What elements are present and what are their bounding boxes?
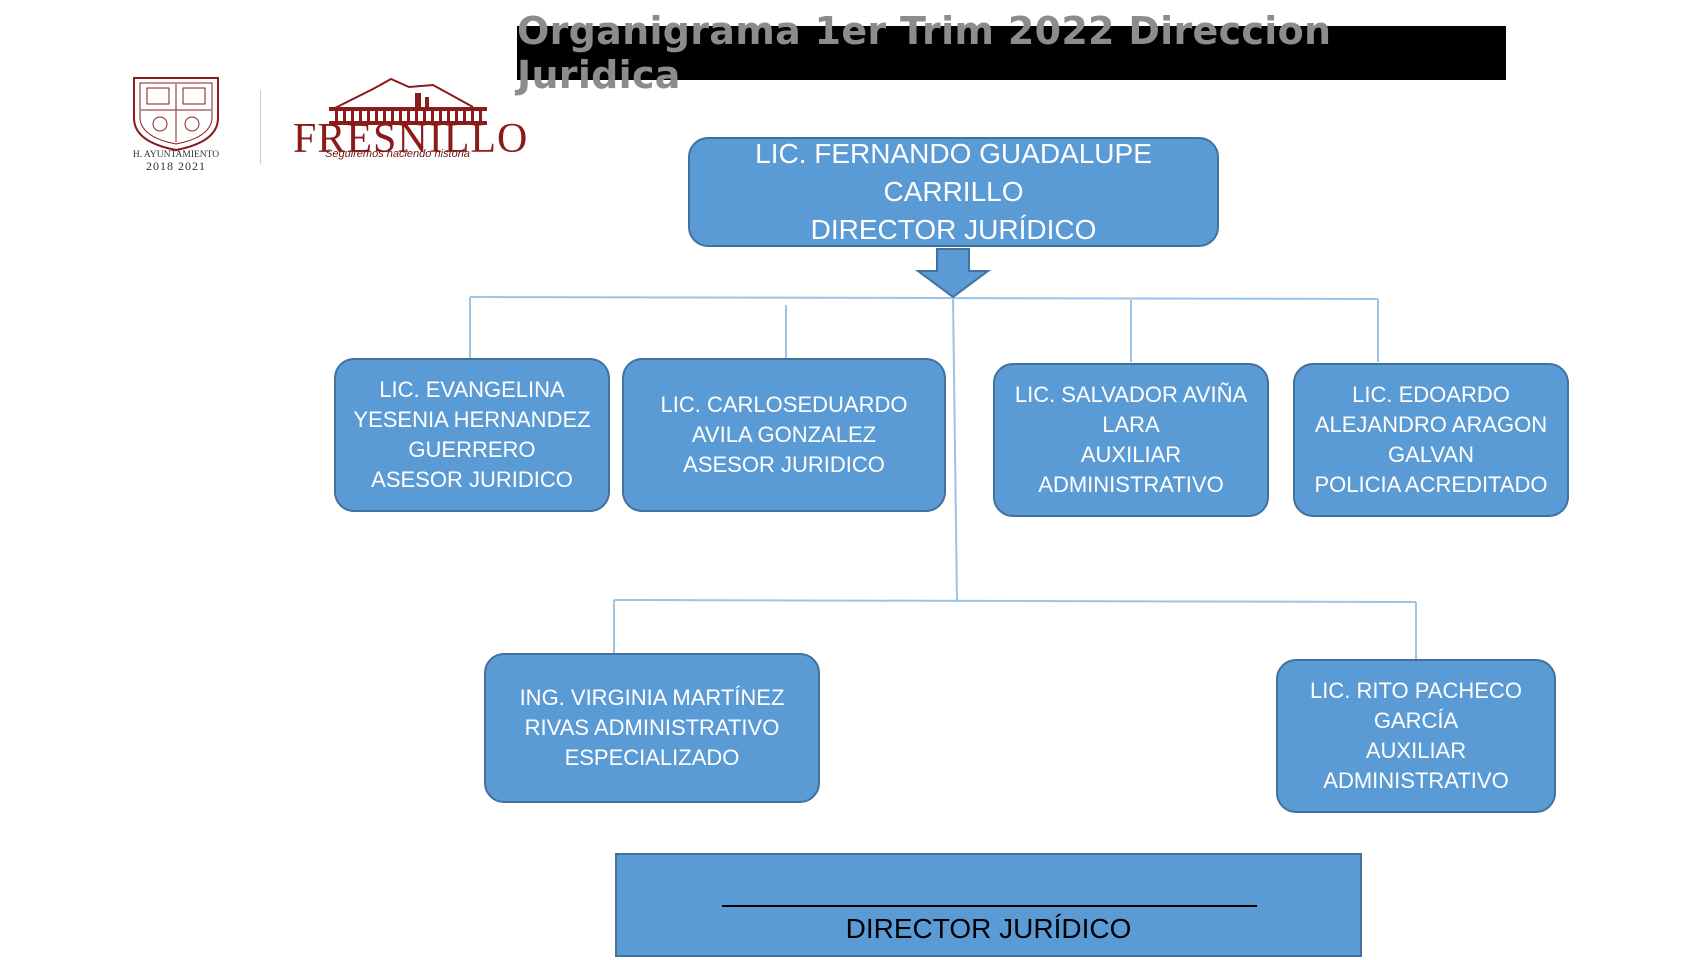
connector-bottom-horizontal xyxy=(613,599,1417,603)
brand-name: FRESNILLO xyxy=(293,116,529,162)
connector-top-horizontal xyxy=(469,296,1379,300)
staff-line: GALVAN xyxy=(1387,442,1474,467)
staff-role: ASESOR JURIDICO xyxy=(683,452,885,477)
director-name-line-2: CARRILLO xyxy=(883,176,1024,207)
down-arrow-icon xyxy=(914,248,992,299)
staff-line: ALEJANDRO ARAGON xyxy=(1314,412,1548,437)
staff-line: ING. VIRGINIA MARTÍNEZ xyxy=(519,685,785,710)
title-bar: Organigrama 1er Trim 2022 Direccion Juri… xyxy=(517,9,1506,97)
fresnillo-skyline-icon xyxy=(329,77,487,125)
page-title: Organigrama 1er Trim 2022 Direccion Juri… xyxy=(517,9,1332,97)
staff-line: RIVAS ADMINISTRATIVO xyxy=(524,715,780,740)
staff-line: GARCÍA xyxy=(1373,708,1459,733)
staff-box-salvador: LIC. SALVADOR AVIÑA LARA AUXILIAR ADMINI… xyxy=(993,363,1269,517)
staff-line: AVILA GONZALEZ xyxy=(691,422,877,447)
staff-box-rito: LIC. RITO PACHECO GARCÍA AUXILIAR ADMINI… xyxy=(1276,659,1556,813)
director-box: LIC. FERNANDO GUADALUPE CARRILLO DIRECTO… xyxy=(688,137,1219,247)
seal-years: 2018 2021 xyxy=(146,159,206,173)
staff-box-carloseduardo: LIC. CARLOSEDUARDO AVILA GONZALEZ ASESOR… xyxy=(622,358,946,512)
brand-tagline: Seguiremos haciendo historia xyxy=(325,148,470,160)
staff-line: LIC. CARLOSEDUARDO xyxy=(660,392,908,417)
staff-role: AUXILIAR xyxy=(1365,738,1467,763)
signature-label: DIRECTOR JURÍDICO xyxy=(845,913,1132,944)
staff-line: LIC. EVANGELINA xyxy=(379,377,565,402)
logo-divider xyxy=(260,90,261,164)
staff-role: ADMINISTRATIVO xyxy=(1038,472,1224,497)
staff-line: GUERRERO xyxy=(408,437,536,462)
staff-box-evangelina: LIC. EVANGELINA YESENIA HERNANDEZ GUERRE… xyxy=(334,358,610,512)
staff-role: ESPECIALIZADO xyxy=(564,745,740,770)
staff-line: LARA xyxy=(1102,412,1160,437)
staff-role: POLICIA ACREDITADO xyxy=(1314,472,1548,497)
staff-role: ASESOR JURIDICO xyxy=(371,467,573,492)
seal-caption: H. AYUNTAMIENTO 2018 2021 xyxy=(120,150,232,172)
staff-box-virginia: ING. VIRGINIA MARTÍNEZ RIVAS ADMINISTRAT… xyxy=(484,653,820,803)
signature-box: DIRECTOR JURÍDICO xyxy=(615,853,1362,957)
staff-role: ADMINISTRATIVO xyxy=(1323,768,1509,793)
director-role: DIRECTOR JURÍDICO xyxy=(810,214,1097,245)
staff-box-edoardo: LIC. EDOARDO ALEJANDRO ARAGON GALVAN POL… xyxy=(1293,363,1569,517)
director-name-line-1: LIC. FERNANDO GUADALUPE xyxy=(755,138,1152,169)
signature-line xyxy=(722,905,1257,907)
ayuntamiento-seal-icon xyxy=(133,77,219,152)
staff-line: LIC. RITO PACHECO xyxy=(1310,678,1522,703)
connector-vertical-main xyxy=(952,297,958,603)
staff-role: AUXILIAR xyxy=(1080,442,1182,467)
logo-area: H. AYUNTAMIENTO 2018 2021 FRESNILLO Segu… xyxy=(120,72,530,182)
seal-caption-text: H. AYUNTAMIENTO xyxy=(132,150,220,160)
staff-line: LIC. SALVADOR AVIÑA xyxy=(1014,382,1248,407)
staff-line: YESENIA HERNANDEZ xyxy=(353,407,591,432)
staff-line: LIC. EDOARDO xyxy=(1352,382,1510,407)
